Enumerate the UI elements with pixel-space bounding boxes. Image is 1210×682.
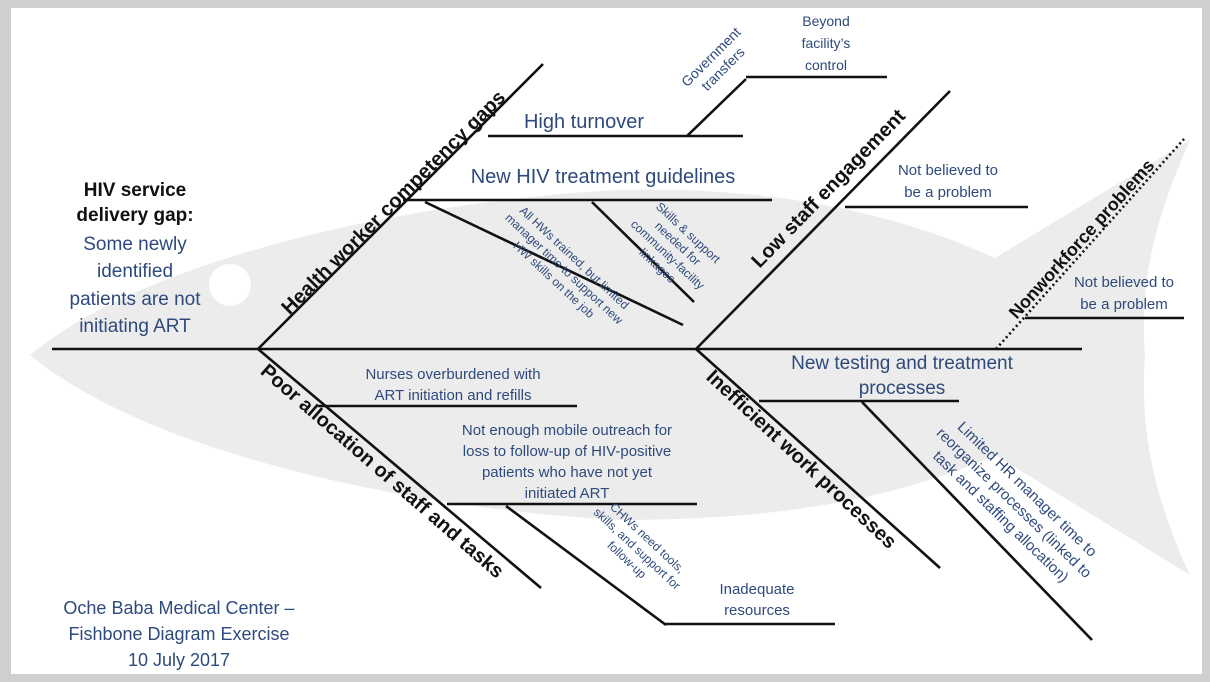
fishbone-lines — [52, 63, 1185, 641]
problem-desc-4: initiating ART — [79, 316, 191, 337]
footer: Oche Baba Medical Center – Fishbone Diag… — [63, 598, 294, 670]
bone-low-engagement — [695, 90, 951, 350]
cause-high-turnover: High turnover — [524, 111, 644, 133]
bone-health-worker — [257, 63, 544, 350]
problem-desc-3: patients are not — [70, 289, 202, 310]
cause-new-guidelines: New HIV treatment guidelines — [471, 166, 736, 188]
problem-desc-1: Some newly — [83, 234, 187, 255]
cause-inadequate-1: Inadequate — [719, 581, 794, 598]
fish-silhouette — [30, 140, 1190, 575]
cause-not-believed-1b: be a problem — [904, 184, 992, 201]
cause-mobile-outreach-3: patients who have not yet — [482, 464, 653, 481]
problem-desc-2: identified — [97, 261, 173, 282]
fish-eye — [209, 264, 251, 306]
footer-line-2: Fishbone Diagram Exercise — [68, 624, 289, 644]
footer-line-3: 10 July 2017 — [128, 650, 230, 670]
problem-title-1: HIV service — [84, 180, 186, 201]
bone-inefficient — [695, 348, 941, 569]
cause-mobile-outreach-4: initiated ART — [525, 485, 610, 502]
branch-chws — [505, 504, 667, 627]
cause-beyond-control-2: facility’s — [802, 35, 851, 51]
cause-inadequate-2: resources — [724, 602, 790, 619]
cause-beyond-control-3: control — [805, 57, 847, 73]
cause-not-believed-2a: Not believed to — [1074, 274, 1174, 291]
bone-nonworkforce — [995, 138, 1185, 350]
cause-beyond-control-1: Beyond — [802, 13, 849, 29]
cause-not-believed-1a: Not believed to — [898, 162, 998, 179]
cause-government-transfers: Government transfers — [678, 24, 748, 94]
branch-limited-hr — [861, 401, 1093, 641]
cause-new-testing-1: New testing and treatment — [791, 353, 1014, 374]
cause-nurses-2: ART initiation and refills — [374, 387, 531, 404]
cause-nurses-1: Nurses overburdened with — [365, 366, 540, 383]
cause-not-believed-2b: be a problem — [1080, 296, 1168, 313]
branch-government-transfers — [686, 78, 747, 137]
footer-line-1: Oche Baba Medical Center – — [63, 598, 294, 618]
branch-all-hws-trained — [424, 200, 684, 327]
branch-skills-support — [591, 201, 695, 303]
cause-mobile-outreach-1: Not enough mobile outreach for — [462, 422, 672, 439]
cause-new-testing-2: processes — [859, 378, 946, 399]
bone-poor-allocation — [257, 348, 542, 589]
problem-statement: HIV service delivery gap: Some newly ide… — [70, 180, 202, 337]
problem-title-2: delivery gap: — [76, 205, 193, 226]
cause-mobile-outreach-2: loss to follow-up of HIV-positive — [463, 443, 671, 460]
